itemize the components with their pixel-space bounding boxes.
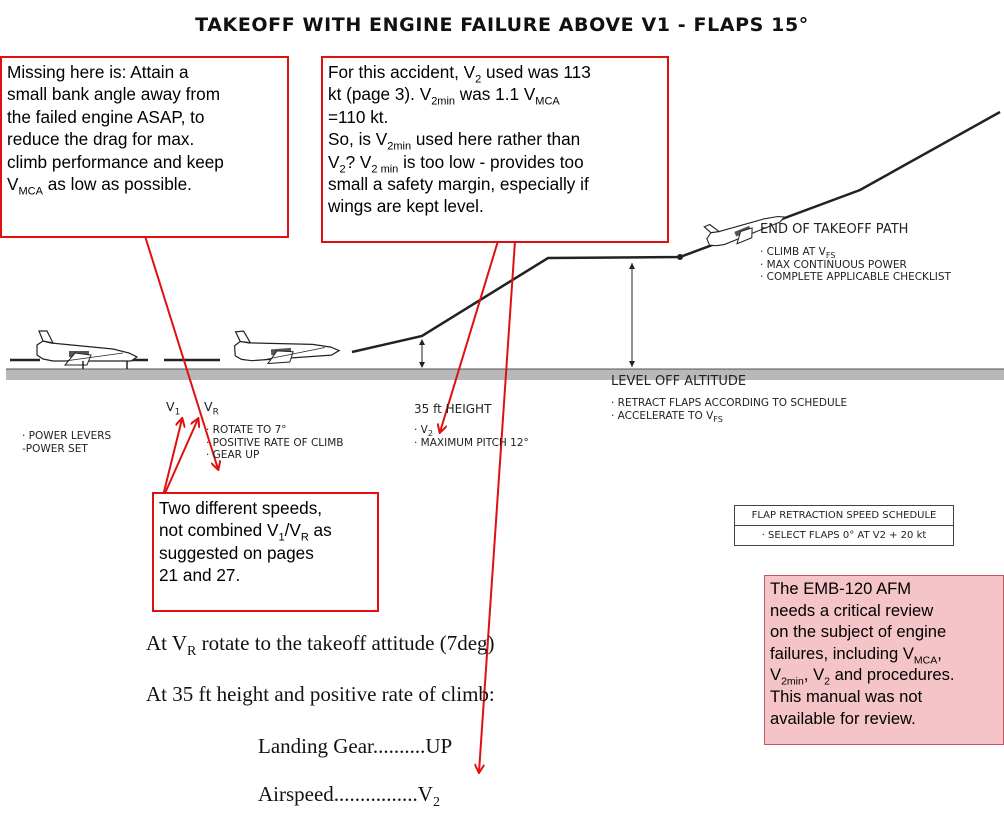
diagram-title: TAKEOFF WITH ENGINE FAILURE ABOVE V1 - F… bbox=[195, 14, 809, 36]
height-label: 35 ft HEIGHT bbox=[414, 402, 492, 416]
end-path-heading: END OF TAKEOFF PATH bbox=[760, 222, 909, 237]
power-items: · POWER LEVERS -POWER SET bbox=[22, 430, 111, 455]
note-line: suggested on pages bbox=[159, 542, 314, 563]
note-two-speeds-box: Two different speeds, not combined V1/VR… bbox=[152, 492, 379, 612]
gear-up-item: · GEAR UP bbox=[206, 449, 260, 461]
power-levers-item: · POWER LEVERS bbox=[22, 430, 112, 442]
height-items: · V2 · MAXIMUM PITCH 12° bbox=[414, 424, 529, 449]
arrow-v2min-to-v2[interactable] bbox=[440, 240, 499, 432]
v2-item: · V2 bbox=[414, 424, 433, 439]
note-line: For this accident, V2 used was 113 bbox=[328, 62, 591, 86]
note-line: So, is V2min used here rather than bbox=[328, 129, 581, 153]
note-line: not combined V1/VR as bbox=[159, 520, 332, 544]
note-line: small bank angle away from bbox=[7, 84, 221, 105]
flap-schedule-header: FLAP RETRACTION SPEED SCHEDULE bbox=[735, 506, 953, 526]
note-line: This manual was not bbox=[770, 686, 923, 706]
arrow-missing-bank[interactable] bbox=[144, 235, 218, 469]
note-line: needs a critical review bbox=[770, 600, 934, 620]
note-line: VMCA as low as possible. bbox=[7, 174, 192, 198]
note-v2min-box: For this accident, V2 used was 113 kt (p… bbox=[321, 56, 669, 243]
flap-schedule-row: · SELECT FLAPS 0° AT V2 + 20 kt bbox=[761, 530, 927, 541]
level-off-items: · RETRACT FLAPS ACCORDING TO SCHEDULE · … bbox=[611, 397, 848, 424]
note-line: The EMB-120 AFM bbox=[770, 579, 912, 598]
arrow-to-vr[interactable] bbox=[161, 419, 198, 501]
procedure-airspeed: Airspeed................V2 bbox=[258, 782, 440, 811]
checklist-item: · COMPLETE APPLICABLE CHECKLIST bbox=[760, 271, 951, 283]
note-line: V2min, V2 and procedures. bbox=[770, 665, 955, 688]
vr-items: · ROTATE TO 7° · POSITIVE RATE OF CLIMB … bbox=[206, 424, 344, 462]
note-line: climb performance and keep bbox=[7, 151, 224, 172]
aircraft-climb-icon bbox=[703, 215, 786, 247]
end-path-items: · CLIMB AT VFS · MAX CONTINUOUS POWER · … bbox=[760, 246, 951, 284]
note-line: 21 and 27. bbox=[159, 565, 241, 586]
power-set-item: -POWER SET bbox=[22, 442, 88, 455]
path-point-end bbox=[677, 254, 683, 260]
accelerate-item: · ACCELERATE TO VFS bbox=[611, 409, 723, 424]
note-line: small a safety margin, especially if bbox=[328, 174, 589, 195]
procedure-gear: Landing Gear..........UP bbox=[258, 734, 453, 758]
note-line: available for review. bbox=[770, 708, 916, 728]
retract-flaps-item: · RETRACT FLAPS ACCORDING TO SCHEDULE bbox=[611, 397, 848, 409]
max-power-item: · MAX CONTINUOUS POWER bbox=[760, 258, 907, 271]
flight-path bbox=[351, 110, 1001, 354]
note-afm-review-box: The EMB-120 AFM needs a critical review … bbox=[764, 575, 1004, 745]
arrow-to-v1[interactable] bbox=[161, 419, 182, 501]
positive-climb-item: · POSITIVE RATE OF CLIMB bbox=[206, 436, 344, 449]
procedure-rotate: At VR rotate to the takeoff attitude (7d… bbox=[146, 631, 495, 660]
height-arrow-35ft bbox=[419, 339, 425, 368]
aircraft-rotation-icon bbox=[233, 330, 341, 365]
note-line: kt (page 3). V2min was 1.1 VMCA bbox=[328, 84, 560, 108]
note-line: Two different speeds, bbox=[159, 498, 323, 518]
note-line: the failed engine ASAP, to bbox=[7, 106, 205, 127]
flap-schedule-table: FLAP RETRACTION SPEED SCHEDULE · SELECT … bbox=[734, 505, 954, 546]
note-line: wings are kept level. bbox=[328, 196, 484, 217]
procedure-35ft: At 35 ft height and positive rate of cli… bbox=[146, 682, 495, 706]
v1-label: V1 bbox=[166, 399, 181, 418]
note-line: reduce the drag for max. bbox=[7, 129, 195, 150]
vr-label: VR bbox=[204, 399, 219, 418]
height-arrow-level-off bbox=[629, 263, 635, 367]
level-off-heading: LEVEL OFF ALTITUDE bbox=[611, 374, 747, 389]
rotate-item: · ROTATE TO 7° bbox=[206, 424, 287, 436]
arrow-airspeed-v2[interactable] bbox=[479, 240, 516, 772]
note-line: on the subject of engine bbox=[770, 622, 947, 642]
max-pitch-item: · MAXIMUM PITCH 12° bbox=[414, 436, 529, 449]
climb-vfs-item: · CLIMB AT VFS bbox=[760, 246, 836, 261]
note-line: Missing here is: Attain a bbox=[7, 62, 189, 82]
note-line: =110 kt. bbox=[328, 106, 389, 127]
note-missing-bank-box: Missing here is: Attain a small bank ang… bbox=[0, 56, 289, 238]
note-line: failures, including VMCA, bbox=[770, 643, 942, 667]
aircraft-ground-icon bbox=[36, 330, 139, 369]
note-line: V2? V2 min is too low - provides too bbox=[328, 151, 584, 176]
